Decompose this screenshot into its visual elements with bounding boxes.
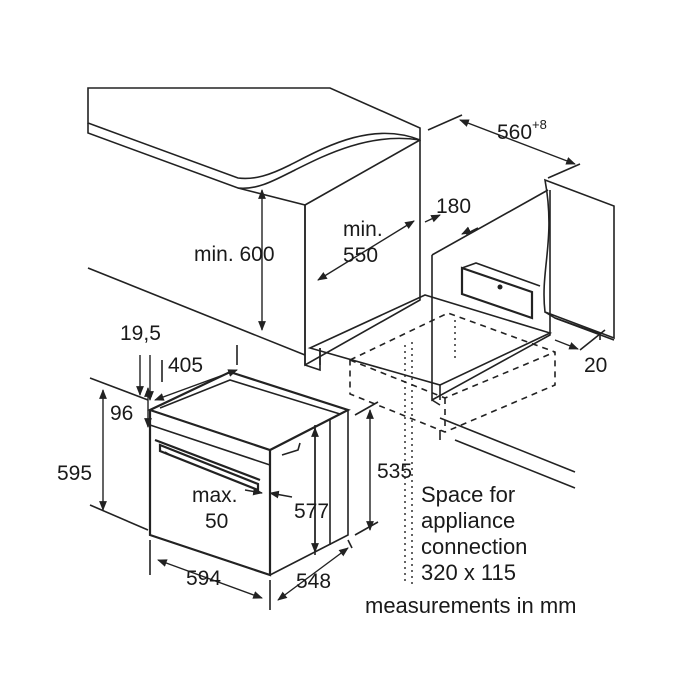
dimension-vent: [424, 214, 479, 235]
label-top-clearance: min. 600: [194, 243, 275, 266]
note-connection-3: connection: [421, 534, 527, 559]
vent-opening: [460, 262, 541, 320]
label-niche-depth-1: min.: [343, 218, 383, 241]
dimension-rear-gap: [554, 329, 606, 351]
label-niche-depth-2: 550: [343, 244, 378, 267]
niche-base: [307, 294, 553, 400]
right-cabinet: [431, 189, 551, 440]
note-connection-4: 320 x 115: [421, 560, 516, 585]
countertop-left: [87, 87, 421, 190]
dimension-total-depth: [277, 539, 353, 601]
label-panel-depth: 405: [168, 354, 203, 377]
label-body-height: 535: [377, 460, 412, 483]
note-connection-1: Space for: [421, 482, 515, 507]
label-front-offset: 19,5: [120, 322, 161, 345]
label-body-depth-height: 577: [294, 500, 329, 523]
label-total-height: 595: [57, 462, 92, 485]
label-handle-max-2: 50: [205, 510, 228, 533]
label-top-height: 96: [110, 402, 133, 425]
dimension-total-height: [89, 377, 149, 531]
guide-lines: [404, 320, 456, 585]
label-rear-gap: 20: [584, 354, 607, 377]
label-niche-width-tolerance: +8: [532, 117, 547, 132]
note-units: measurements in mm: [365, 593, 577, 618]
label-niche-width: 560+8: [497, 117, 547, 144]
oven-handle: [154, 438, 261, 492]
dimension-niche-depth: [317, 220, 415, 281]
dimension-handle-max: [244, 487, 293, 499]
floor-lines: [87, 267, 576, 489]
oven-body: [147, 370, 351, 577]
label-vent-width: 180: [436, 195, 471, 218]
label-handle-max-1: max.: [192, 484, 238, 507]
connection-space: [349, 312, 556, 433]
countertop-right: [543, 178, 615, 341]
dimension-panel-depth: [154, 345, 238, 401]
dimension-total-width: [149, 540, 271, 610]
label-total-depth: 548: [296, 570, 331, 593]
label-total-width: 594: [186, 567, 221, 590]
note-connection-2: appliance: [421, 508, 515, 533]
dimension-body-height: [354, 401, 379, 536]
dimension-560: [427, 114, 581, 179]
